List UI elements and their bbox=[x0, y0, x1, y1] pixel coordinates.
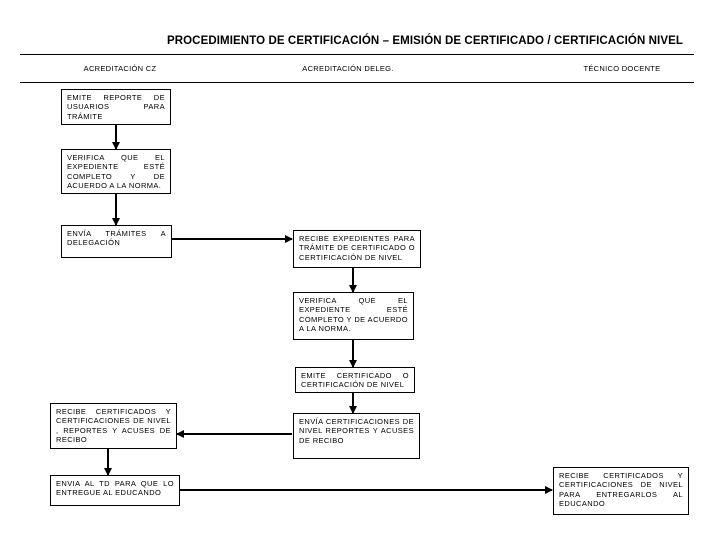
header-rule-top bbox=[20, 54, 694, 55]
lane-header-deleg: ACREDITACIÓN DELEG. bbox=[302, 64, 394, 73]
step-emite-reporte: EMITE REPORTE DE USUARIOS PARA TRÁMITE bbox=[61, 89, 171, 125]
step-envia-tramites: ENVÍA TRÁMITES A DELEGACIÓN bbox=[61, 225, 172, 258]
step-recibe-expedientes: RECIBE EXPEDIENTES PARA TRÁMITE DE CERTI… bbox=[293, 230, 421, 268]
lane-header-tecnico: TÉCNICO DOCENTE bbox=[583, 64, 661, 73]
step-recibe-tecnico: RECIBE CERTIFICADOS Y CERTIFICACIONES DE… bbox=[553, 467, 689, 515]
header-rule-bottom bbox=[20, 82, 694, 83]
page-title: PROCEDIMIENTO DE CERTIFICACIÓN – EMISIÓN… bbox=[166, 35, 684, 47]
step-emite-certificado: EMITE CERTIFICADO O CERTIFICACIÓN DE NIV… bbox=[295, 367, 415, 393]
step-envia-al-td: ENVIA AL TD PARA QUE LO ENTREGUE AL EDUC… bbox=[50, 475, 180, 506]
step-verifica-cz: VERIFICA QUE EL EXPEDIENTE ESTÉ COMPLETO… bbox=[61, 149, 171, 194]
step-envia-certificaciones: ENVÍA CERTIFICACIONES DE NIVEL REPORTES … bbox=[293, 413, 420, 459]
step-recibe-certificados-cz: RECIBE CERTIFICADOS Y CERTIFICACIONES DE… bbox=[50, 403, 177, 449]
lane-header-cz: ACREDITACIÓN CZ bbox=[83, 64, 157, 73]
step-verifica-deleg: VERIFICA QUE EL EXPEDIENTE ESTÉ COMPLETO… bbox=[293, 292, 414, 340]
